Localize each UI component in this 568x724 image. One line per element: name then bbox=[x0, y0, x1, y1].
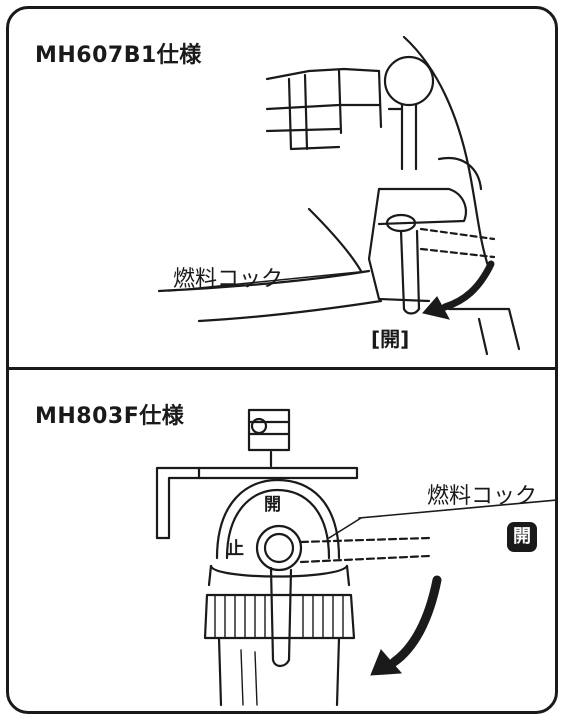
dial-stop-mark: 止 bbox=[227, 539, 244, 559]
mh803f-illustration bbox=[155, 408, 555, 707]
model-title: MH803F仕様 bbox=[35, 404, 185, 429]
panel-mh803f: MH803F仕様 燃料コック 開 開 止 bbox=[9, 370, 555, 711]
panel-mh607b1: MH607B1仕様 燃料コック [開] bbox=[9, 9, 555, 367]
diagram-frame: MH607B1仕様 燃料コック [開] bbox=[6, 6, 558, 714]
open-badge: 開 bbox=[507, 522, 537, 552]
open-position-label: [開] bbox=[371, 327, 410, 351]
mh607b1-illustration bbox=[157, 35, 521, 356]
panel-divider bbox=[9, 367, 555, 370]
dial-open-mark: 開 bbox=[264, 495, 281, 515]
fuel-cock-label: 燃料コック bbox=[427, 484, 538, 509]
model-title: MH607B1仕様 bbox=[35, 43, 202, 68]
fuel-cock-label: 燃料コック bbox=[173, 267, 284, 292]
